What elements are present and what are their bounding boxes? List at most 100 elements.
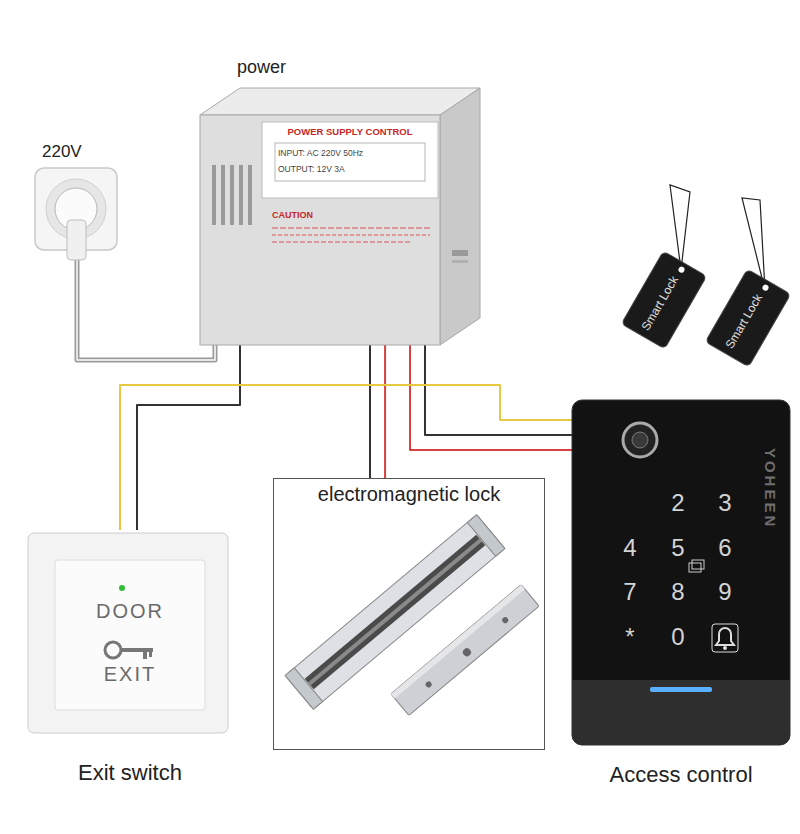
bell-icon [716,628,734,645]
rfid-card: Smart Lock [621,251,706,349]
node-text: 4 [615,534,645,562]
node-text: power [237,57,357,78]
armature-body [391,585,539,716]
key-icon [105,642,121,658]
fingerprint-sensor [632,432,648,448]
node-text: Smart Lock [722,290,767,354]
rfid-card: Smart Lock [705,269,790,367]
wire-run [370,345,385,478]
wall-socket-drawing [35,168,117,260]
card-drawing [621,185,790,367]
lock-drawing [274,479,545,750]
box-top-face [200,88,480,115]
keypad-drawing [572,400,790,745]
node-text: 6 [710,534,740,562]
keypad-base [572,680,790,745]
vent-slot [212,165,216,225]
switch-button [55,560,205,710]
node-text: 0 [663,623,693,651]
card-body [705,269,790,367]
vent-slot [248,165,252,225]
power-supply-box: powerPOWER SUPPLY CONTROL INPUT: AC 220V … [190,55,490,345]
node-text: Smart Lock [638,272,683,336]
box-side-face [440,88,480,345]
exit-switch: DOOR EXIT Exit switch [25,530,235,795]
fingerprint-sensor [623,423,657,457]
node-text: 8 [663,578,693,606]
node-text: CAUTION [272,210,392,220]
card-icon [692,560,704,569]
wire [369,345,371,478]
card-hole [677,266,685,274]
vent-slot [221,165,225,225]
node-text: 9 [710,578,740,606]
wire-run [410,345,572,450]
magnet-cap [285,668,322,709]
lock-frame-border [274,479,545,750]
mount-hole [501,616,509,624]
node-text: Exit switch [30,760,230,785]
wall-socket: 220V [30,140,125,260]
node-text: EXIT [55,663,205,686]
label-panel [262,122,438,198]
wire [137,345,240,530]
node-text: 3 [710,489,740,517]
mount-hole [461,647,472,658]
key-icon [121,648,153,652]
node-text: 2 [663,489,693,517]
wire [384,345,386,478]
bell-icon [723,646,727,650]
node-text: 220V [42,142,112,162]
caution-line [272,227,430,229]
node-text: INPUT: AC 220V 50Hz [278,149,423,159]
exit-switch-drawing [28,533,228,733]
status-light [650,687,712,692]
node-text: Access control [572,762,790,787]
magnet-body [285,515,505,709]
lock-frame: electromagnetic lock [273,478,545,750]
watermark: YOHEEN [761,419,778,559]
node-text: POWER SUPPLY CONTROL [265,127,435,138]
wire-run [137,345,240,530]
card-body [621,251,706,349]
bell-key [712,624,738,652]
card-hole [761,284,769,292]
wire [410,345,572,450]
status-led [119,585,125,591]
plug-body [67,220,86,260]
box-front-face [200,115,440,345]
power-box-drawing [200,88,480,345]
box-latch [452,260,468,263]
caution-line [272,234,430,236]
wire [77,260,215,360]
key-icon [149,652,152,657]
keypad-reader: 23456789*0Access control [572,400,790,795]
node-text: electromagnetic lock [279,483,539,506]
card-shape [705,269,790,367]
node-text: 5 [663,534,693,562]
wire-run [77,260,215,360]
node-text: DOOR [55,600,205,623]
node-text: OUTPUT: 12V 3A [278,165,423,175]
wire [425,345,572,435]
wire [77,260,215,360]
keypad-housing [572,400,790,745]
mount-hole [424,680,432,688]
rating-frame [275,143,425,181]
box-latch [452,250,468,256]
key-icon [143,652,147,659]
caution-line [272,241,410,243]
card-icon [689,563,701,572]
vent-slot [239,165,243,225]
armature-face [391,585,525,699]
node-text: * [615,623,645,651]
magnet-housing [285,515,505,709]
vent-slot [230,165,234,225]
card-shape [621,251,706,349]
switch-plate [28,533,228,733]
magnet-cap [467,515,504,556]
armature-plate [391,585,539,716]
